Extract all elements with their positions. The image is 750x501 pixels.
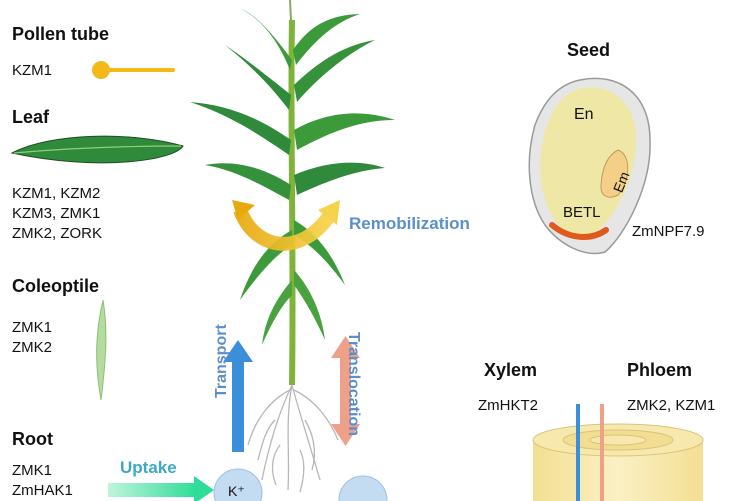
pollen-tube-genes: KZM1 (12, 61, 52, 81)
potassium-ion-icon (338, 475, 388, 501)
seed-icon (528, 77, 651, 255)
root-title: Root (12, 429, 53, 449)
seed-gene-label: ZmNPF7.9 (632, 223, 705, 240)
root-genes: ZMK1 ZmHAK1 (12, 461, 73, 501)
xylem-title: Xylem (484, 360, 538, 380)
coleoptile-icon (96, 299, 107, 401)
gene-label: ZMK2, ZORK (12, 225, 103, 242)
seed-title: Seed (567, 40, 611, 60)
transport-label: Transport (213, 324, 230, 398)
gene-label: ZmHAK1 (12, 482, 73, 499)
translocation-arrow (331, 336, 360, 446)
phloem-title: Phloem (627, 360, 693, 380)
gene-label: KZM1, KZM2 (12, 185, 101, 202)
ion-label: K⁺ (228, 483, 245, 499)
uptake-label: Uptake (120, 458, 177, 477)
coleoptile-title: Coleoptile (12, 276, 100, 296)
endosperm-label: En (574, 106, 594, 123)
xylem-gene-label: ZmHKT2 (478, 397, 538, 414)
phloem-line (600, 404, 604, 501)
transport-arrow (223, 340, 253, 452)
gene-label: ZMK1 (12, 319, 53, 336)
gene-label: ZMK2 (12, 339, 53, 356)
uptake-arrow (108, 476, 214, 501)
pollen-tube-icon (92, 61, 175, 79)
gene-label: KZM3, ZMK1 (12, 205, 101, 222)
leaf-title: Leaf (12, 107, 50, 127)
betl-label: BETL (563, 204, 601, 221)
pollen-tube-title: Pollen tube (12, 24, 110, 44)
xylem-line (576, 404, 580, 501)
remobilization-label: Remobilization (349, 214, 470, 233)
coleoptile-genes: ZMK1 ZMK2 (12, 318, 52, 358)
gene-label: KZM1 (12, 62, 53, 79)
translocation-label: Translocation (345, 332, 362, 437)
vascular-cylinder-icon (532, 423, 704, 501)
leaf-genes: KZM1, KZM2 KZM3, ZMK1 ZMK2, ZORK (12, 184, 102, 244)
leaf-icon (10, 135, 184, 164)
phloem-gene-label: ZMK2, KZM1 (627, 397, 716, 414)
remobilization-arrow (232, 200, 340, 251)
potassium-ion-icon (213, 468, 263, 501)
gene-label: ZMK1 (12, 462, 53, 479)
